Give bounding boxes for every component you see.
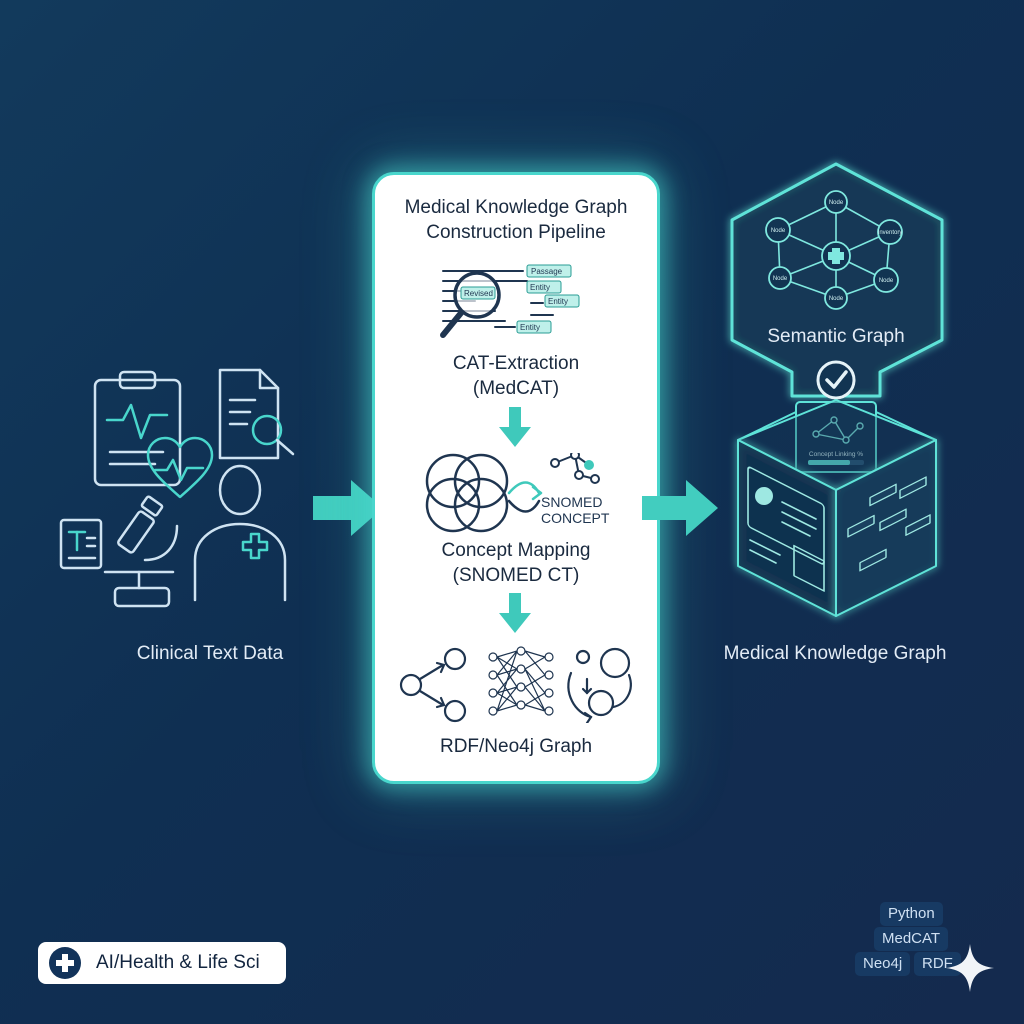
check-circle-icon bbox=[816, 360, 856, 400]
graph-node-label-3: Node bbox=[773, 276, 788, 282]
extraction-illustration: Passage Revised Entity Entity Entity bbox=[440, 264, 580, 338]
extract-tag-3: Entity bbox=[548, 297, 568, 306]
graph-node-label-4: Node bbox=[879, 278, 894, 284]
graph-node-label-1: Node bbox=[829, 200, 844, 206]
tag-neo4j: Neo4j bbox=[855, 952, 911, 976]
mini-graph-icon bbox=[550, 453, 600, 484]
step1-line2: (MedCAT) bbox=[472, 378, 560, 399]
step2-line2: (SNOMED CT) bbox=[452, 565, 580, 586]
flow-arrow-right-1 bbox=[313, 480, 383, 536]
graph-node-label-0: Node bbox=[771, 228, 786, 234]
document-search-icon bbox=[218, 368, 295, 460]
extract-tag-1: Revised bbox=[464, 289, 493, 298]
category-badge: AI/Health & Life Sci bbox=[38, 942, 286, 984]
clipboard-icon bbox=[93, 370, 182, 487]
flow-arrow-right-2 bbox=[642, 480, 718, 536]
clinical-icons-cluster bbox=[59, 368, 295, 608]
neural-network-icon bbox=[488, 646, 554, 716]
pipeline-title-line2: Construction Pipeline bbox=[426, 222, 606, 243]
knowledge-graph-label: Medical Knowledge Graph bbox=[723, 643, 947, 664]
extract-tag-0: Passage bbox=[531, 267, 563, 276]
tag-medcat: MedCAT bbox=[874, 927, 949, 951]
step3-label: RDF/Neo4j Graph bbox=[439, 736, 593, 757]
extract-tag-4: Entity bbox=[520, 323, 540, 332]
tag-rdf: RDF bbox=[914, 952, 961, 976]
concept-mapping-illustration: SNOMED CONCEPT bbox=[425, 453, 610, 533]
sparkle-icon bbox=[946, 944, 994, 992]
clinical-text-label: Clinical Text Data bbox=[136, 643, 284, 664]
heart-icon bbox=[146, 436, 214, 499]
graph-illustrations bbox=[399, 646, 632, 723]
knowledge-graph-visual: Node Node Inventory Node Node Node Seman… bbox=[730, 162, 944, 617]
snomed-text: SNOMED bbox=[541, 494, 602, 510]
flow-arrow-down-2 bbox=[499, 593, 531, 633]
flow-arrow-down-1 bbox=[499, 407, 531, 447]
pipeline-title-line1: Medical Knowledge Graph bbox=[404, 197, 628, 218]
microscope-icon bbox=[103, 495, 179, 608]
text-document-icon bbox=[59, 518, 103, 570]
extract-tag-2: Entity bbox=[530, 283, 550, 292]
tag-python: Python bbox=[880, 902, 943, 926]
step2-line1: Concept Mapping bbox=[441, 540, 591, 561]
directed-graph-icon bbox=[399, 647, 467, 723]
concept-linking-label: Concept Linking % bbox=[809, 451, 863, 458]
medical-cross-icon bbox=[828, 248, 844, 264]
concept-text: CONCEPT bbox=[541, 510, 610, 526]
step1-line1: CAT-Extraction bbox=[452, 353, 580, 374]
concept-linking-bar bbox=[808, 460, 850, 465]
semantic-graph-label: Semantic Graph bbox=[767, 326, 904, 347]
pipeline-panel: Medical Knowledge Graph Construction Pip… bbox=[372, 172, 660, 784]
graph-node-label-2: Inventory bbox=[878, 230, 903, 236]
plus-circle-icon bbox=[49, 947, 81, 979]
patient-icon bbox=[193, 464, 287, 602]
cycle-graph-icon bbox=[567, 647, 632, 723]
graph-node-label-5: Node bbox=[829, 296, 844, 302]
category-badge-text: AI/Health & Life Sci bbox=[96, 952, 260, 973]
